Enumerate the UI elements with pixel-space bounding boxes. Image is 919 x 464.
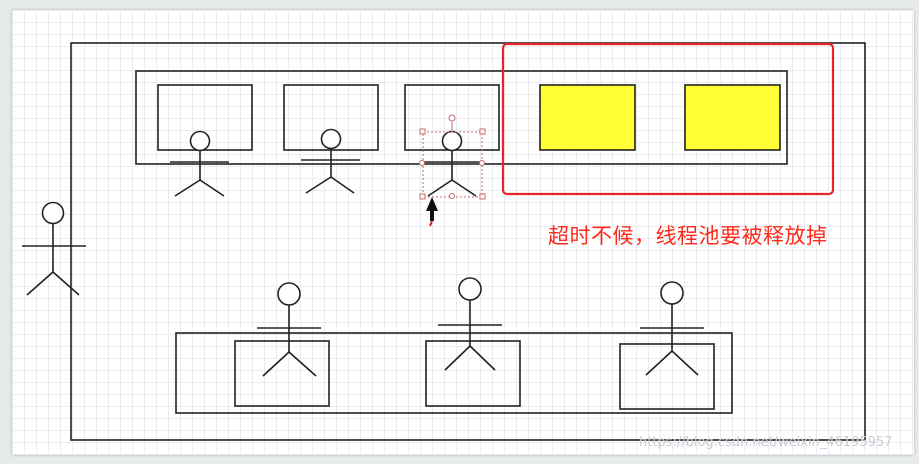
watermark-text: https://blog.csdn.net/weixin_46195957 [639,435,893,450]
highlight-box [501,42,835,196]
outer-container [70,42,866,441]
bottom-person-2 [438,277,502,371]
top-person-2 [301,128,360,194]
top-window-row [135,70,788,165]
selection-handles[interactable] [419,114,486,200]
bottom-slot-3 [619,343,715,410]
cursor-icon [426,197,438,227]
bottom-slot-2 [425,340,521,407]
top-slot-5-yellow [684,84,781,151]
bottom-slot-1 [234,340,330,407]
waiting-person [22,201,86,296]
drawing-canvas [12,10,914,455]
bottom-person-3 [640,281,704,376]
bottom-counter [175,332,733,414]
bottom-person-1 [257,282,321,377]
timeout-annotation: 超时不候，线程池要被释放掉 [548,224,828,248]
top-slot-4-yellow [539,84,636,151]
top-person-1 [170,130,229,197]
